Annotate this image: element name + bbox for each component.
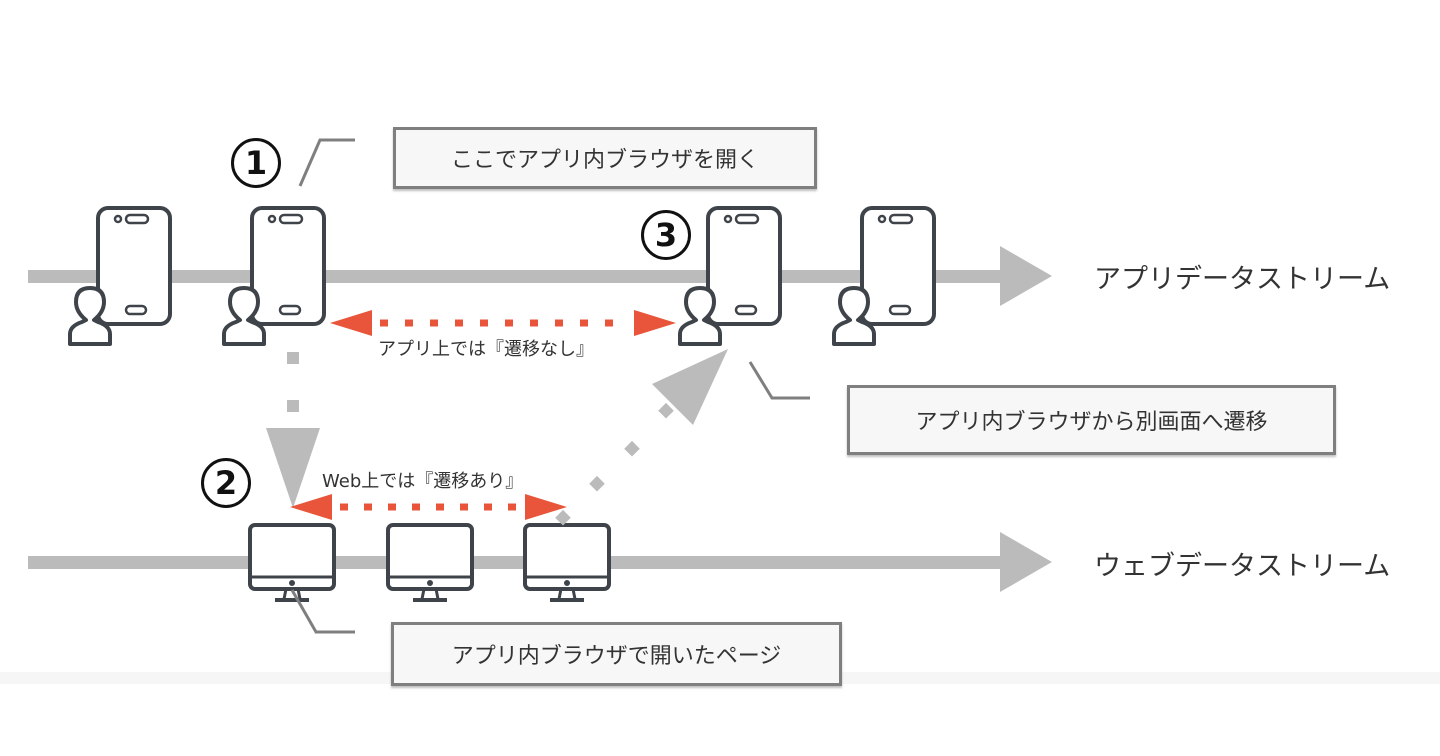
return-to-app-arrow xyxy=(555,349,728,526)
callout-text: アプリ内ブラウザで開いたページ xyxy=(451,644,782,669)
callout-text: ここでアプリ内ブラウザを開く xyxy=(450,148,759,173)
app-transition-arrow xyxy=(330,310,676,336)
step-badge-2: 2 xyxy=(201,458,251,508)
desktop-monitor-icon xyxy=(523,523,611,602)
app-transition-label: アプリ上では『遷移なし』 xyxy=(378,339,594,360)
callout-step-3: アプリ内ブラウザから別画面へ遷移 xyxy=(847,385,1336,455)
open-browser-arrow xyxy=(266,352,320,508)
callout-connector-1 xyxy=(298,138,355,187)
callout-connector-3 xyxy=(748,361,810,400)
desktop-monitor-icon xyxy=(386,523,474,602)
desktop-monitor-icon xyxy=(248,523,336,602)
web-transition-label: Web上では『遷移あり』 xyxy=(322,471,524,492)
app-stream-label: アプリデータストリーム xyxy=(1094,264,1391,295)
callout-step-1: ここでアプリ内ブラウザを開く xyxy=(393,127,817,189)
callout-step-2: アプリ内ブラウザで開いたページ xyxy=(391,622,842,686)
callout-connector-2 xyxy=(290,589,355,634)
callout-text: アプリ内ブラウザから別画面へ遷移 xyxy=(915,410,1268,435)
step-badge-3: 3 xyxy=(641,210,691,260)
web-stream-label: ウェブデータストリーム xyxy=(1094,551,1391,582)
web-transition-arrow xyxy=(290,494,567,520)
step-badge-1: 1 xyxy=(231,138,281,188)
